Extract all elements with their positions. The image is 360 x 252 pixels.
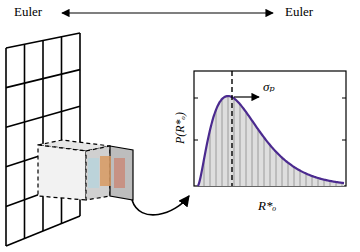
histogram-bar xyxy=(300,171,301,186)
image-patch xyxy=(100,156,111,186)
histogram-bar xyxy=(306,174,307,186)
grid-line xyxy=(6,106,80,127)
width-label: σₚ xyxy=(263,80,275,93)
grid-line xyxy=(24,44,26,238)
density-curve xyxy=(198,96,344,186)
axis-tick xyxy=(342,98,346,99)
histogram-bar xyxy=(222,99,223,186)
histogram-bar xyxy=(210,130,211,186)
image-patch xyxy=(114,158,125,188)
plot-frame xyxy=(194,71,346,186)
panel-label: Euler xyxy=(14,5,42,18)
grid-line xyxy=(6,33,80,48)
grid-line xyxy=(6,70,80,88)
cube-slab xyxy=(38,140,133,200)
axis-tick xyxy=(194,140,198,141)
curved-arrow xyxy=(132,196,189,215)
grid-line xyxy=(6,216,80,246)
histogram-bar xyxy=(216,110,217,186)
double-arrow xyxy=(62,12,273,13)
mode-line xyxy=(231,71,232,186)
axis-tick xyxy=(194,98,198,99)
histogram-bar xyxy=(288,163,289,186)
histogram-bar xyxy=(258,129,259,186)
histogram-bar xyxy=(276,152,277,186)
axis-tick xyxy=(342,140,346,141)
grid-line xyxy=(5,48,7,246)
histogram-bar xyxy=(234,98,235,186)
histogram-bar xyxy=(312,176,313,186)
image-patch xyxy=(88,158,99,188)
histogram-bar xyxy=(252,121,253,186)
panel-label: Euler xyxy=(285,5,313,18)
histogram-bar xyxy=(240,104,241,186)
width-arrow xyxy=(234,96,259,97)
histogram-bar xyxy=(270,145,271,186)
histogram-bar xyxy=(264,137,265,186)
distribution-plot xyxy=(194,71,346,186)
histogram-bar xyxy=(282,158,283,186)
histogram-bar xyxy=(246,112,247,186)
cube-middle xyxy=(86,146,110,200)
grid-line xyxy=(42,41,44,232)
axis-label: P(R*ₒ) xyxy=(174,112,186,144)
axis-label: R*ₒ xyxy=(258,199,276,212)
histogram-bar xyxy=(228,96,229,186)
cube-front xyxy=(110,146,133,200)
histogram-bar xyxy=(294,167,295,186)
area-fill xyxy=(198,96,344,186)
cube-side xyxy=(38,145,86,200)
grid xyxy=(6,33,80,246)
